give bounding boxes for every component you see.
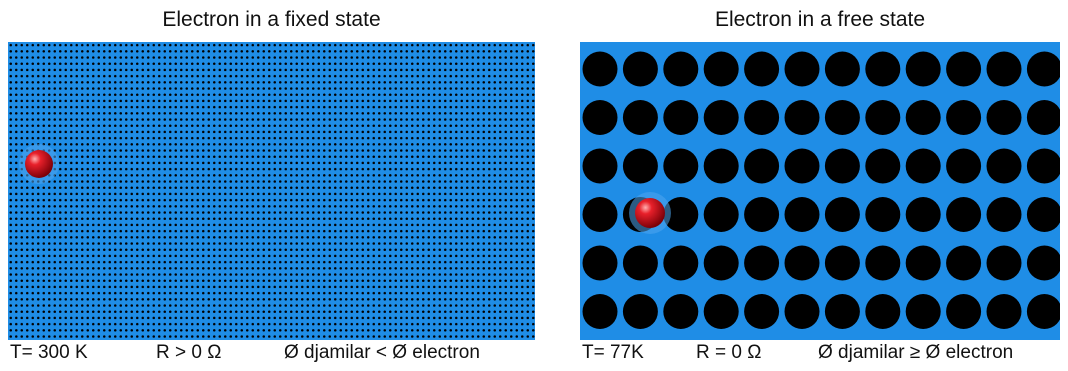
lattice-atom bbox=[663, 51, 699, 87]
lattice-atoms bbox=[582, 51, 1060, 329]
lattice-atom bbox=[784, 100, 820, 135]
lattice-atom bbox=[703, 51, 739, 87]
lattice-atom bbox=[703, 100, 739, 135]
lattice-atom bbox=[986, 51, 1022, 87]
lattice-atom bbox=[1026, 148, 1060, 184]
lattice-atom bbox=[663, 148, 699, 184]
lattice-atom bbox=[703, 294, 739, 329]
lattice-dots bbox=[8, 42, 535, 340]
lattice-atom bbox=[986, 245, 1022, 281]
lattice-atom bbox=[622, 148, 658, 184]
left-resistance: R > 0 Ω bbox=[156, 342, 222, 363]
lattice-atom bbox=[1026, 51, 1060, 87]
lattice-atom bbox=[663, 294, 699, 329]
lattice-atom bbox=[986, 100, 1022, 135]
lattice-atom bbox=[703, 148, 739, 184]
right-resistance: R = 0 Ω bbox=[696, 342, 762, 363]
lattice-atom bbox=[784, 148, 820, 184]
left-panel-title: Electron in a fixed state bbox=[162, 8, 381, 31]
lattice-atom bbox=[582, 294, 618, 329]
lattice-atom bbox=[663, 197, 699, 232]
lattice-atom bbox=[824, 51, 860, 87]
lattice-atom bbox=[744, 51, 780, 87]
lattice-atom bbox=[744, 245, 780, 281]
lattice-atom bbox=[946, 100, 982, 135]
lattice-atom bbox=[582, 197, 618, 232]
lattice-atom bbox=[824, 294, 860, 329]
lattice-atom bbox=[784, 245, 820, 281]
lattice-atom bbox=[622, 245, 658, 281]
lattice-atom bbox=[582, 51, 618, 87]
lattice-atom bbox=[1026, 197, 1060, 232]
lattice-atom bbox=[784, 197, 820, 232]
lattice-atom bbox=[905, 100, 941, 135]
lattice-atom bbox=[946, 51, 982, 87]
lattice-atom bbox=[582, 245, 618, 281]
lattice-atom bbox=[905, 197, 941, 232]
lattice-atom bbox=[865, 245, 901, 281]
lattice-atom bbox=[663, 245, 699, 281]
right-diameter-relation: Ø djamilar ≥ Ø electron bbox=[818, 342, 1014, 363]
left-temperature: T= 300 K bbox=[10, 342, 88, 363]
lattice-atom bbox=[824, 100, 860, 135]
lattice-atom bbox=[1026, 294, 1060, 329]
lattice-atom bbox=[986, 148, 1022, 184]
lattice-atom bbox=[946, 245, 982, 281]
right-temperature: T= 77K bbox=[582, 342, 644, 363]
lattice-atom bbox=[865, 51, 901, 87]
lattice-atom bbox=[946, 197, 982, 232]
lattice-atom bbox=[865, 197, 901, 232]
fixed-state-lattice bbox=[8, 42, 535, 340]
lattice-atom bbox=[824, 148, 860, 184]
lattice-atom bbox=[582, 100, 618, 135]
lattice-atom bbox=[824, 245, 860, 281]
lattice-atom bbox=[905, 294, 941, 329]
lattice-atom bbox=[663, 100, 699, 135]
lattice-background bbox=[580, 42, 1060, 340]
left-diameter-relation: Ø djamilar < Ø electron bbox=[284, 342, 480, 363]
lattice-atom bbox=[784, 51, 820, 87]
lattice-atom bbox=[744, 294, 780, 329]
lattice-atom bbox=[622, 294, 658, 329]
lattice-atom bbox=[865, 100, 901, 135]
lattice-atom bbox=[824, 197, 860, 232]
lattice-atom bbox=[1026, 100, 1060, 135]
electron bbox=[25, 150, 53, 178]
lattice-atom bbox=[622, 100, 658, 135]
lattice-atom bbox=[905, 51, 941, 87]
lattice-atom bbox=[703, 197, 739, 232]
right-panel-title: Electron in a free state bbox=[714, 8, 926, 31]
lattice-atom bbox=[865, 294, 901, 329]
lattice-atom bbox=[986, 197, 1022, 232]
lattice-atom bbox=[946, 148, 982, 184]
lattice-atom bbox=[744, 148, 780, 184]
lattice-atom bbox=[784, 294, 820, 329]
lattice-atom bbox=[986, 294, 1022, 329]
lattice-atom bbox=[582, 148, 618, 184]
lattice-atom bbox=[703, 245, 739, 281]
free-state-lattice bbox=[580, 42, 1060, 340]
lattice-atom bbox=[1026, 245, 1060, 281]
lattice-atom bbox=[946, 294, 982, 329]
electron bbox=[635, 198, 665, 228]
lattice-atom bbox=[744, 100, 780, 135]
lattice-atom bbox=[744, 197, 780, 232]
lattice-atom bbox=[622, 51, 658, 87]
lattice-atom bbox=[865, 148, 901, 184]
lattice-atom bbox=[905, 245, 941, 281]
lattice-atom bbox=[905, 148, 941, 184]
